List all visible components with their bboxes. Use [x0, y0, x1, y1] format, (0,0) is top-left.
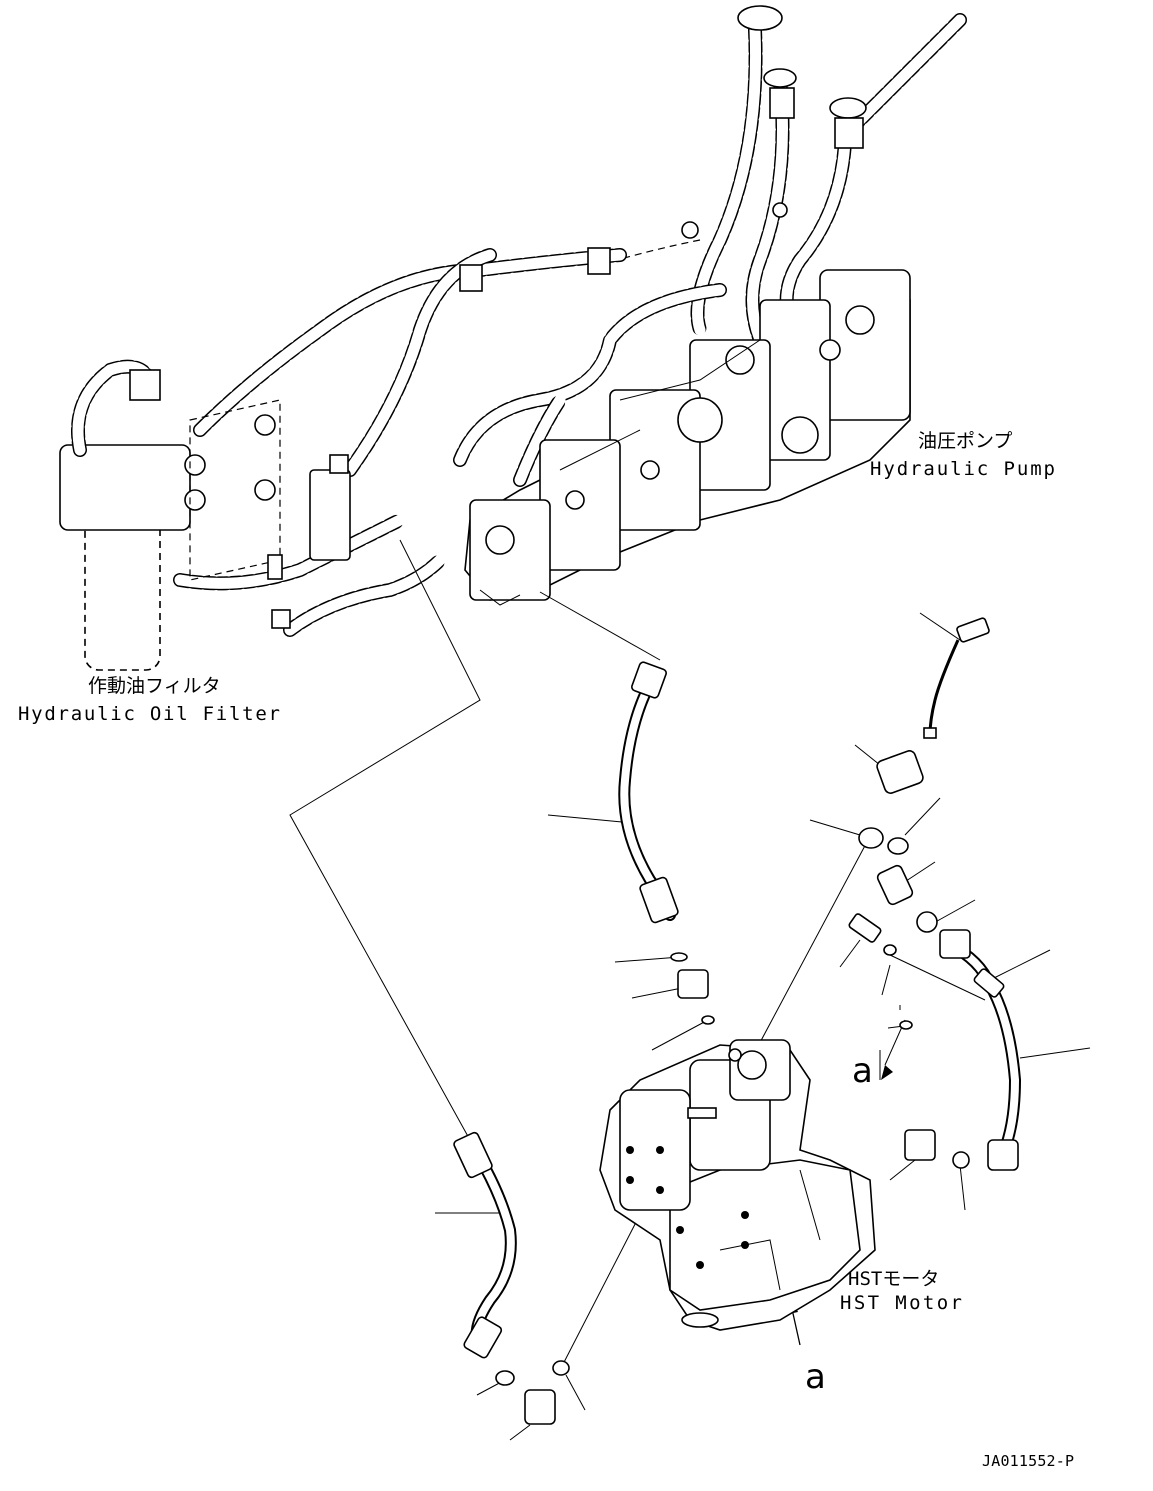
oil-filter-label-en: Hydraulic Oil Filter — [18, 703, 280, 725]
leader-lines — [289, 539, 1091, 1441]
hydraulic-oil-filter — [59, 359, 351, 671]
drawing-number: JA011552-P — [982, 1452, 1074, 1470]
hydraulic-pump-label-jp: 油圧ポンプ — [918, 430, 1012, 452]
hose-right — [939, 929, 1022, 1171]
label-oil-filter: 作動油フィルタ Hydraulic Oil Filter — [18, 675, 280, 725]
view-arrow-upper — [881, 1019, 906, 1080]
hst-motor-label-jp: HSTモータ — [848, 1268, 939, 1290]
view-a-label-upper: a — [852, 1051, 873, 1091]
fittings — [495, 750, 970, 1425]
dashed-hoses — [173, 247, 727, 637]
hydraulic-pump — [464, 269, 911, 606]
label-hydraulic-pump: 油圧ポンプ Hydraulic Pump — [870, 430, 1055, 480]
hst-motor — [599, 1039, 876, 1331]
oil-filter-label-jp: 作動油フィルタ — [88, 675, 221, 697]
hst-motor-label-en: HST Motor — [840, 1292, 962, 1314]
view-a-label-motor: a — [805, 1357, 826, 1397]
label-hst-motor: HSTモータ HST Motor — [840, 1268, 962, 1314]
upper-pipe-bundle — [599, 5, 967, 347]
hydraulic-pump-label-en: Hydraulic Pump — [870, 458, 1055, 480]
hose-lower-left — [453, 1131, 517, 1359]
hose-center — [618, 661, 679, 924]
sensor-harness — [923, 617, 990, 739]
